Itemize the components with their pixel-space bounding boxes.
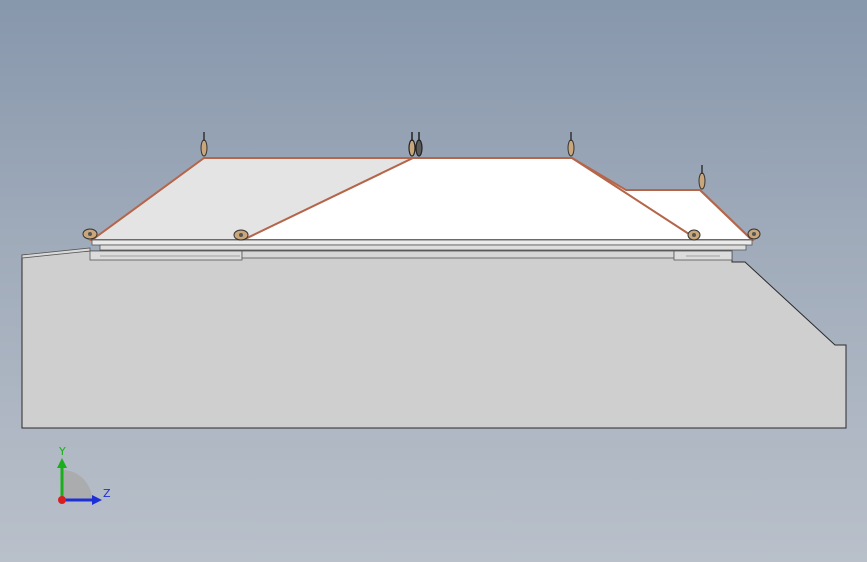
roof-assembly[interactable]: [88, 157, 755, 251]
fittings[interactable]: [82, 132, 761, 241]
eave-plate-lower: [99, 244, 747, 251]
roof-panel-right-edge: [626, 189, 753, 241]
coordinate-triad-icon: Y Z: [57, 445, 111, 505]
bolt-icon[interactable]: [567, 132, 575, 157]
cap-icon[interactable]: [747, 228, 761, 240]
base-recess-center: [241, 250, 675, 259]
bolt-icon[interactable]: [698, 165, 706, 190]
base-recess-left: [89, 250, 243, 261]
model-base[interactable]: [21, 247, 847, 429]
bolt-icon[interactable]: [200, 132, 208, 157]
base-body[interactable]: [21, 250, 847, 429]
z-axis-label: Z: [103, 487, 111, 500]
eave-plate: [91, 239, 753, 246]
cap-icon[interactable]: [82, 228, 98, 240]
bolt-icon[interactable]: [408, 132, 423, 157]
y-axis-label: Y: [58, 445, 66, 458]
base-recess-right: [673, 250, 733, 261]
cap-icon[interactable]: [687, 229, 701, 241]
cap-icon[interactable]: [233, 229, 249, 241]
